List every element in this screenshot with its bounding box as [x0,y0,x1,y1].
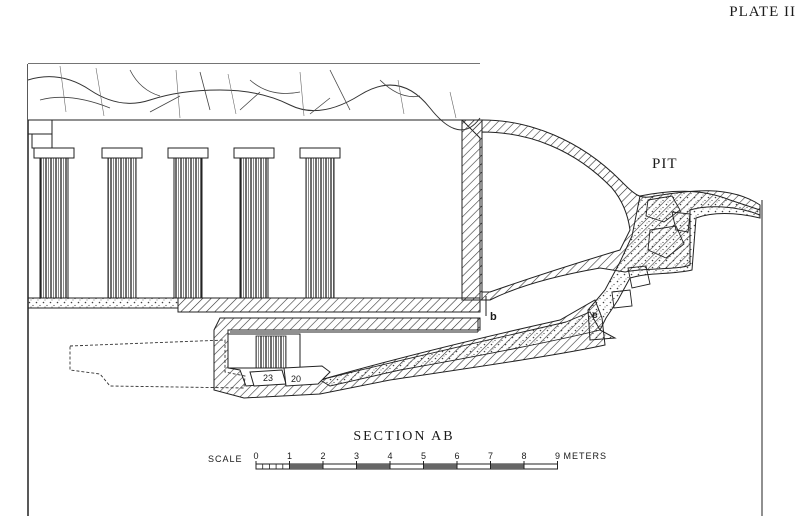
find-objects [249,365,331,387]
column [299,147,341,299]
scale-tick-label: 5 [421,451,426,461]
column [167,147,209,299]
chamber-outline [69,339,246,389]
scale-tick-label: 8 [521,451,526,461]
scale-tick-label: 3 [354,451,359,461]
scale-tick-label: 9 [555,451,560,461]
column [233,147,275,299]
scale-tick-label: 1 [287,451,292,461]
colonnade-floor [27,119,483,313]
scale-tick-label: 0 [253,451,258,461]
tunnel-floor-fill [318,311,601,387]
scale-tick-label: 2 [320,451,325,461]
rock-cliff [27,64,520,149]
column [33,147,75,299]
scale-unit: METERS [564,451,608,461]
scale-tick-label: 7 [488,451,493,461]
pit-fill [587,190,761,341]
scale-bar: SCALE 0 1 2 3 4 5 6 7 8 9 METERS [208,451,608,470]
scale-bar-segment [356,464,390,469]
cutting-interior [481,131,631,293]
scale-tick-label: 6 [454,451,459,461]
object-20-label: 20 [291,374,301,384]
marker-b: b [490,311,497,323]
section-title: SECTION AB [353,429,454,444]
plate-number: PLATE II [729,4,796,20]
frame-lines [27,63,763,516]
column-group [28,119,462,299]
scale-bar-segment [423,464,457,469]
tunnel-passage [230,318,479,333]
doorway-grille [227,333,301,369]
scale-bar-segment [289,464,323,469]
marker-e: e [592,310,598,321]
object-23-label: 23 [263,373,273,383]
pit-stones [611,195,691,309]
scale-tick-label: 4 [387,451,392,461]
scale-bar-segment [490,464,524,469]
scale-word: SCALE [208,454,243,464]
pit-label: PIT [652,156,678,172]
column [101,147,143,299]
